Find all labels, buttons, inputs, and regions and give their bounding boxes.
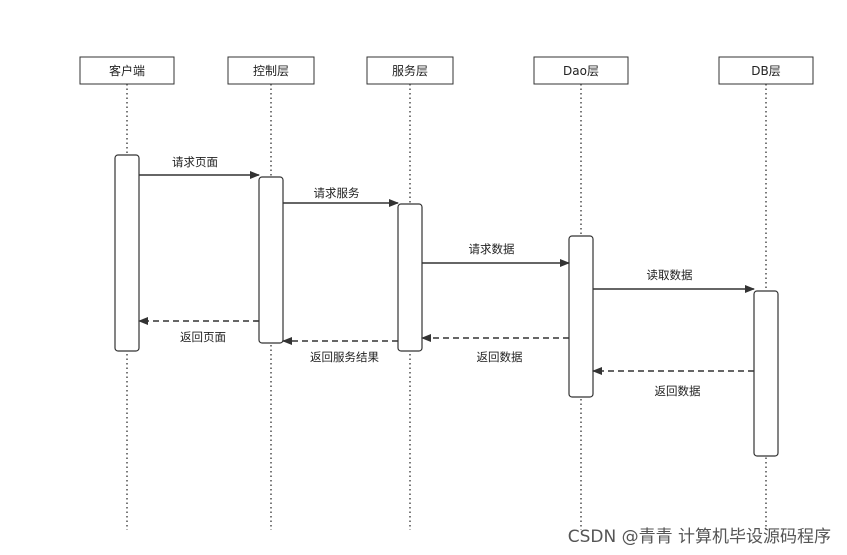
message-label-1: 请求页面: [172, 155, 218, 169]
participant-box-service: [366, 56, 454, 85]
participant-label-control: 控制层: [253, 64, 289, 78]
watermark-text: CSDN @青青 计算机毕设源码程序: [567, 527, 831, 547]
participant-control: 控制层: [227, 56, 315, 85]
message-label-6: 返回服务结果: [310, 350, 379, 364]
participant-box-client: [79, 56, 175, 85]
activation-bar-control: [258, 176, 284, 344]
participant-db: DB层: [718, 56, 814, 85]
message-8: 返回数据: [592, 367, 754, 398]
message-7: 返回数据: [421, 334, 569, 364]
message-label-2: 请求服务: [314, 186, 360, 200]
participant-label-dao: Dao层: [563, 64, 599, 78]
activation-bar-client: [114, 154, 140, 352]
participant-box-db: [718, 56, 814, 85]
message-2: 请求服务: [283, 186, 399, 207]
participant-label-service: 服务层: [392, 63, 428, 78]
message-3: 请求数据: [422, 242, 570, 267]
participant-label-db: DB层: [751, 64, 780, 78]
message-4: 读取数据: [593, 268, 755, 293]
message-label-4: 读取数据: [647, 268, 693, 282]
message-label-3: 请求数据: [469, 242, 515, 256]
activation-bar-dao: [568, 235, 594, 398]
message-5: 返回页面: [138, 317, 259, 344]
participant-client: 客户端: [79, 56, 175, 85]
activation-bar-service: [397, 203, 423, 352]
message-label-8: 返回数据: [655, 384, 701, 398]
participant-box-dao: [533, 56, 629, 85]
participant-service: 服务层: [366, 56, 454, 85]
participant-label-client: 客户端: [109, 63, 145, 78]
participant-dao: Dao层: [533, 56, 629, 85]
message-label-5: 返回页面: [180, 330, 226, 344]
message-1: 请求页面: [139, 155, 260, 179]
message-6: 返回服务结果: [282, 337, 398, 364]
activation-bar-db: [753, 290, 779, 457]
message-label-7: 返回数据: [477, 350, 523, 364]
participant-box-control: [227, 56, 315, 85]
